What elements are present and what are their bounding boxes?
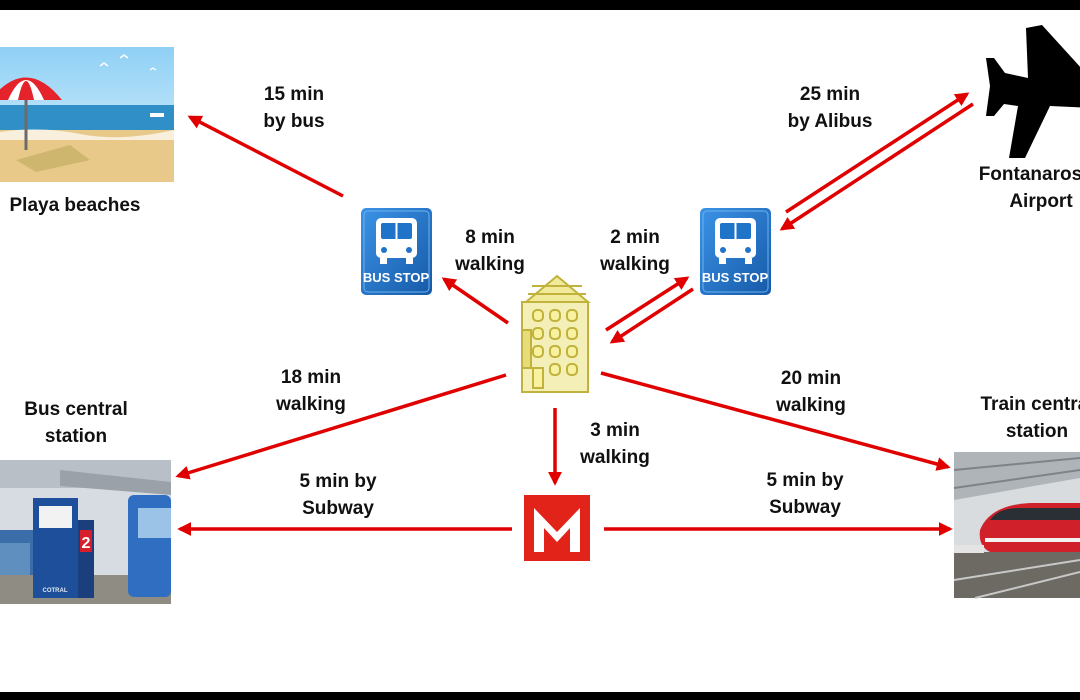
arrow-hotel-to-right-bus-stop — [605, 276, 690, 332]
route-label-metro-to-bus-station: 5 min by Subway — [299, 471, 377, 519]
arrow-hotel-to-left-bus-stop — [441, 277, 509, 325]
arrow-stop-to-airport — [785, 92, 970, 214]
bottom-border — [0, 692, 1080, 700]
bus-central-station-image: 2 COTRAL — [0, 460, 171, 604]
bus-station-platform-number: 2 — [82, 535, 91, 552]
arrow-hotel-to-bus-station — [175, 373, 507, 480]
route-label-hotel-to-train-station: 20 min walking — [776, 368, 846, 416]
arrow-airport-to-stop — [779, 102, 974, 231]
bus-stop-sign-left — [361, 208, 432, 295]
top-border — [0, 0, 1080, 10]
bus-station-brand-text: COTRAL — [43, 588, 68, 594]
route-label-hotel-to-bus-station: 18 min walking — [276, 367, 346, 415]
route-label-hotel-to-left-stop: 8 min walking — [455, 227, 525, 275]
bus-stop-sign-right — [700, 208, 771, 295]
route-label-hotel-to-metro: 3 min walking — [580, 420, 650, 468]
hotel-building-icon — [521, 274, 591, 393]
train-central-station-label: Train central station — [980, 394, 1080, 442]
beach-label: Playa beaches — [9, 195, 141, 216]
route-label-stop-to-airport: 25 min by Alibus — [787, 84, 873, 132]
metro-logo-icon — [524, 495, 590, 561]
route-label-stop-to-beach: 15 min by bus — [263, 84, 325, 132]
arrow-hotel-to-train-station — [600, 371, 951, 471]
train-central-station-image — [953, 452, 1080, 599]
airport-label: Fontanarossa Airport — [978, 164, 1080, 212]
arrow-stop-to-beach — [187, 115, 344, 198]
bus-stop-label-left: BUS STOP — [363, 270, 430, 285]
route-label-metro-to-train-station: 5 min by Subway — [766, 470, 844, 518]
bus-central-station-label: Bus central station — [24, 399, 128, 447]
route-label-hotel-to-right-stop: 2 min walking — [600, 227, 670, 275]
airplane-icon — [986, 25, 1080, 158]
beach-image — [0, 47, 174, 182]
route-arrows — [175, 92, 974, 536]
bus-stop-label-right: BUS STOP — [702, 270, 769, 285]
arrow-right-bus-stop-to-hotel — [609, 287, 694, 344]
